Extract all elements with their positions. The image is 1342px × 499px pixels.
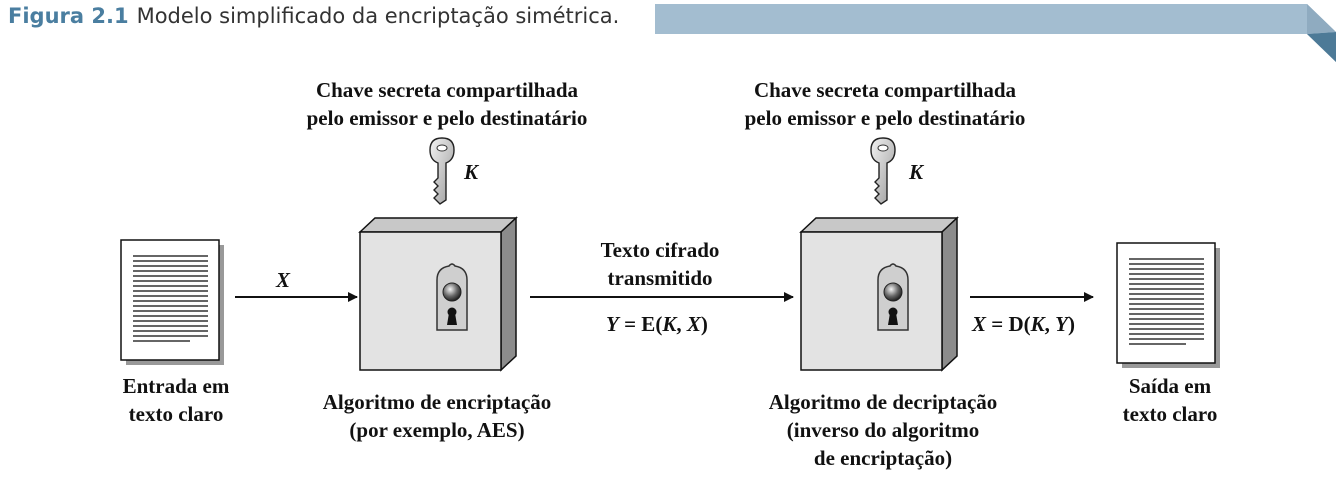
decryption-equation-arg1: K [1030,312,1045,336]
caption-banner [655,4,1336,62]
encryption-label: Algoritmo de encriptação (por exemplo, A… [322,390,552,442]
figure-title: Modelo simplificado da encriptação simét… [136,4,620,28]
left-key-label: Chave secreta compartilhada pelo emissor… [306,78,588,130]
plaintext-input-document-icon [120,239,224,365]
figure-number: Figura 2.1 [8,4,129,28]
plaintext-output-document-icon [1116,242,1220,368]
decryption-label: Algoritmo de decriptação (inverso do alg… [768,390,998,470]
decryption-equation: X = D(K, Y) [972,312,1075,336]
decryption-lock-icon [877,263,909,331]
ciphertext-label: Texto cifrado transmitido [600,238,720,290]
decryption-equation-lhs: X [972,312,987,336]
right-key-label: Chave secreta compartilhada pelo emissor… [744,78,1026,130]
figure-caption: Figura 2.1 Modelo simplificado da encript… [8,4,619,28]
right-key-symbol: K [909,160,924,184]
encryption-lock-icon [436,263,468,331]
encryption-equation-arg1: K [662,312,677,336]
encryption-algorithm-box [358,216,518,372]
output-label: Saída em texto claro [1122,374,1218,426]
encryption-equation-lhs: Y [606,312,619,336]
left-key-symbol: K [464,160,479,184]
encryption-equation-arg2: X [686,312,701,336]
left-secret-key-icon [429,137,455,205]
encryption-equation-fn: E [641,312,656,336]
decryption-algorithm-box [799,216,959,372]
encryption-equation: Y = E(K, X) [606,312,708,336]
input-label: Entrada em texto claro [122,374,230,426]
decryption-equation-arg2: Y [1055,312,1068,336]
input-arrow-label: X [276,268,291,292]
decryption-equation-fn: D [1008,312,1024,336]
right-secret-key-icon [870,137,896,205]
